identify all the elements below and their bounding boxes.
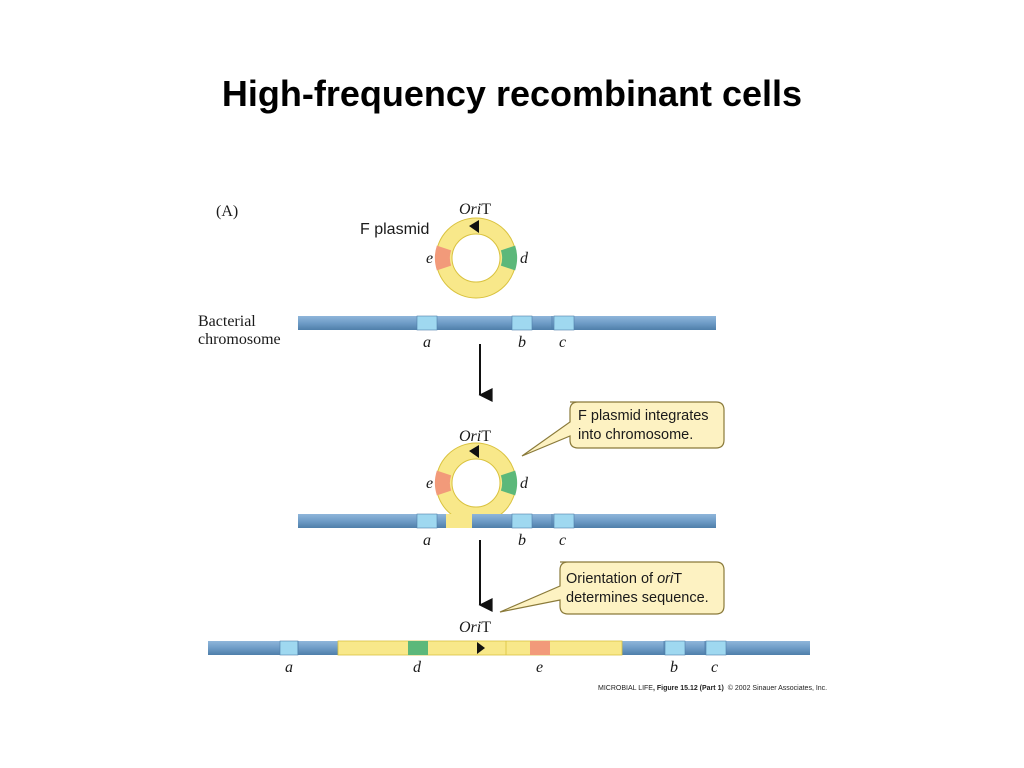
chromosome-3-integrated	[208, 640, 810, 656]
chromosome-label: Bacterial chromosome	[198, 313, 281, 348]
gene-b-label-3: b	[670, 659, 678, 676]
gene-b-label-2: b	[518, 532, 526, 549]
f-plasmid-free	[434, 217, 518, 299]
gene-a-box	[416, 315, 438, 331]
f-plasmid-label: F plasmid	[360, 221, 429, 238]
orit-label-2: OriT	[459, 428, 491, 445]
gene-e-label-2: e	[426, 475, 433, 492]
gene-c-label-3: c	[711, 659, 718, 676]
gene-e-segment	[434, 245, 452, 271]
chromosome-2	[298, 513, 716, 529]
gene-d-label-2: d	[520, 475, 529, 492]
figure-credit: MICROBIAL LIFE, Figure 15.12 (Part 1)© 2…	[598, 684, 827, 692]
gene-c-box	[553, 315, 575, 331]
panel-label: (A)	[216, 203, 238, 220]
gene-b-box	[511, 315, 533, 331]
gene-d-label-1: d	[520, 250, 529, 267]
gene-e-label-1: e	[426, 250, 433, 267]
svg-text:Orientation of oriT dete: Orientation of oriT determines sequence.	[566, 571, 709, 606]
gene-a-label-2: a	[423, 532, 431, 549]
orit-label-3: OriT	[459, 619, 491, 636]
gene-a-label-3: a	[285, 659, 293, 676]
gene-d-segment	[500, 245, 518, 271]
orit-marker	[469, 220, 479, 233]
gene-d-label-3: d	[413, 659, 422, 676]
gene-a-label-1: a	[423, 334, 431, 351]
orit-label-1: OriT	[459, 201, 491, 218]
svg-text:F plasmid integrates int: F plasmid integrates into chromosome.	[578, 408, 713, 443]
callout-orientation: Orientation of oriT determines sequence.	[499, 561, 725, 615]
slide-title: High-frequency recombinant cells	[221, 73, 803, 114]
gene-c-label-1: c	[559, 334, 566, 351]
gene-c-label-2: c	[559, 532, 566, 549]
chromosome-1	[298, 315, 716, 331]
f-plasmid-integrating	[434, 442, 518, 524]
gene-e-label-3: e	[536, 659, 543, 676]
callout-integrates: F plasmid integrates into chromosome.	[521, 401, 725, 457]
gene-b-label-1: b	[518, 334, 526, 351]
